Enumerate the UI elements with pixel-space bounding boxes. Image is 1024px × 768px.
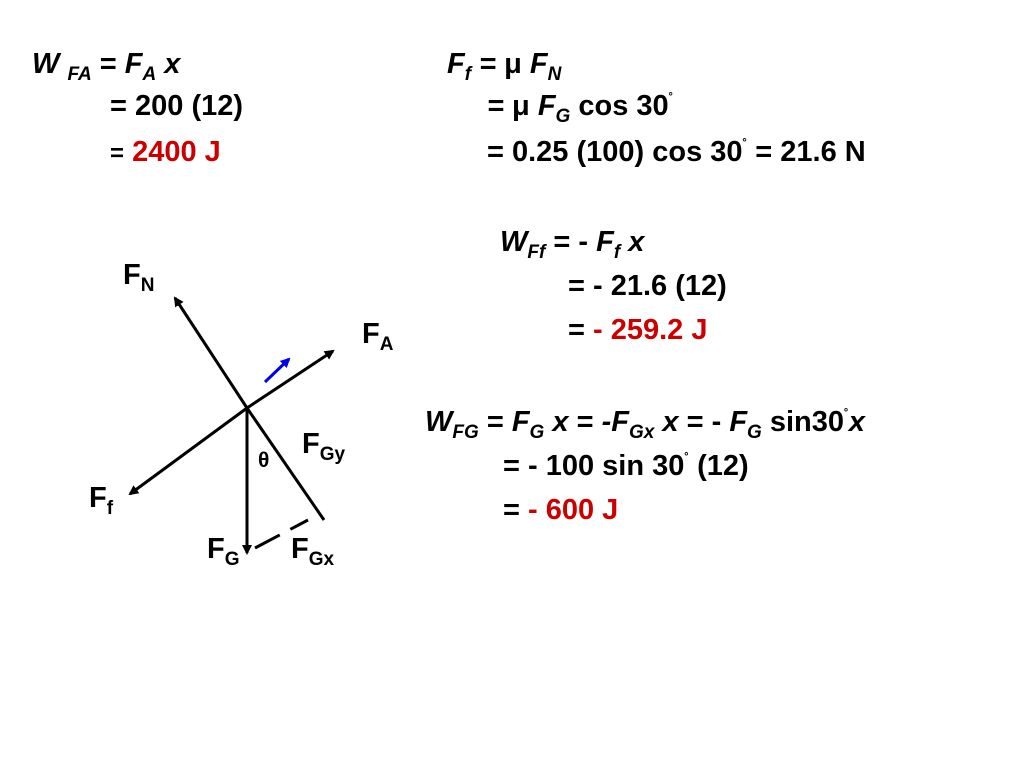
wfa-line-1: W FA = FA x: [32, 48, 181, 85]
ff-label-sub: f: [106, 498, 114, 519]
fg-label-sub: G: [224, 549, 240, 570]
wfa-f-subscript: A: [142, 64, 157, 85]
fgy-label-main: F: [302, 428, 320, 460]
wfg-fg2-subscript: G: [747, 422, 762, 443]
wff-line-1: WFf = - Ff x: [500, 226, 645, 263]
friction-fg-subscript: G: [555, 106, 571, 127]
theta-label: θ: [258, 449, 270, 472]
friction-equals: =: [479, 48, 497, 80]
fgx-component-line: [254, 518, 309, 550]
wfg-substitution: - 100 sin 30: [528, 450, 685, 482]
wfa-f-symbol: F: [124, 48, 143, 80]
wfg-fgx-subscript: Gx: [628, 422, 655, 443]
wfa-line-3: = 2400 J: [110, 138, 221, 167]
wfa-equals: =: [99, 48, 117, 80]
wfg-sin-term: sin30: [769, 406, 845, 438]
wfg-line-2: = - 100 sin 30˚ (12): [503, 450, 749, 482]
friction-fn-subscript: N: [547, 64, 562, 85]
wff-w-subscript: Ff: [527, 242, 546, 263]
friction-line-3: = 0.25 (100) cos 30˚ = 21.6 N: [487, 136, 866, 168]
fa-label-main: F: [362, 318, 380, 350]
fa-label-sub: A: [379, 334, 394, 355]
fg-label-main: F: [207, 533, 225, 565]
fgy-label: FGy: [302, 428, 345, 465]
friction-mu: μ: [504, 48, 522, 80]
wfa-substitution: 200 (12): [135, 90, 244, 122]
fn-label-sub: N: [140, 275, 155, 296]
wff-f-symbol: F: [596, 226, 614, 258]
friction-line3-degree-mark: ˚: [742, 136, 748, 152]
wfg-fg2-symbol: F: [729, 406, 748, 438]
wfg-substitution-tail: (12): [697, 450, 749, 482]
wfg-x-symbol-2: x: [662, 406, 679, 438]
wfg-equals-1: =: [486, 406, 504, 438]
wfa-w-subscript: FA: [67, 64, 92, 85]
wfg-line3-equals: =: [503, 494, 520, 526]
friction-f-subscript: f: [464, 64, 472, 85]
wfg-result: - 600 J: [528, 494, 619, 526]
wfg-line2-equals: =: [503, 450, 520, 482]
wff-equals-minus: = -: [553, 226, 589, 258]
wfa-x-symbol: x: [164, 48, 181, 80]
wff-line-3: = - 259.2 J: [568, 316, 707, 345]
wfg-w-symbol: W: [425, 406, 453, 438]
wfg-line-3: = - 600 J: [503, 496, 618, 525]
fgy-component-line: [245, 407, 326, 521]
wff-substitution: - 21.6 (12): [593, 270, 727, 302]
friction-result: = 21.6 N: [755, 136, 866, 168]
wfg-neg-f-symbol: -F: [601, 406, 629, 438]
friction-degree-mark: ˚: [668, 90, 674, 106]
friction-f-symbol: F: [447, 48, 465, 80]
wff-line-2: = - 21.6 (12): [568, 272, 727, 301]
motion-direction-arrow: [263, 357, 291, 384]
fg-label: FG: [207, 533, 240, 570]
wff-result: - 259.2 J: [593, 314, 708, 346]
wfa-result: 2400 J: [132, 136, 221, 168]
friction-line2-mu: μ: [512, 90, 530, 122]
fgx-label: FGx: [291, 533, 334, 570]
wfg-degree-mark: ˚: [844, 406, 849, 422]
fn-vector: [173, 296, 249, 409]
fn-label-main: F: [123, 259, 141, 291]
fa-label: FA: [362, 318, 393, 355]
wfg-w-subscript: FG: [452, 422, 479, 443]
wfg-line2-degree-mark: ˚: [684, 450, 690, 466]
friction-line-1: Ff = μ FN: [447, 48, 561, 85]
wff-line2-equals: =: [568, 270, 585, 302]
wfg-line-1: WFG = FG x = -FGx x = - FG sin30˚x: [425, 406, 865, 442]
wfa-w-symbol: W: [32, 48, 60, 80]
wff-line3-equals: =: [568, 314, 585, 346]
wff-f-subscript: f: [613, 242, 621, 263]
wfg-x-symbol-1: x: [552, 406, 569, 438]
ff-label-main: F: [89, 482, 107, 514]
friction-cos-term: cos 30: [578, 90, 669, 122]
fn-label: FN: [123, 259, 154, 296]
wfg-fg-subscript: G: [529, 422, 545, 443]
fgx-label-main: F: [291, 533, 309, 565]
friction-fn-symbol: F: [529, 48, 548, 80]
wfa-line2-equals: =: [110, 90, 127, 122]
wff-x-symbol: x: [628, 226, 645, 258]
wfg-fg-symbol: F: [511, 406, 530, 438]
wfg-x-symbol-3: x: [848, 406, 865, 438]
ff-label: Ff: [89, 482, 113, 519]
friction-substitution: = 0.25 (100) cos 30: [487, 136, 743, 168]
ff-vector: [128, 406, 248, 496]
fa-vector: [246, 349, 335, 410]
friction-fg-symbol: F: [537, 90, 556, 122]
wfa-line3-equals: =: [110, 140, 125, 167]
wff-w-symbol: W: [500, 226, 528, 258]
fgx-label-sub: Gx: [308, 549, 335, 570]
fgy-label-sub: Gy: [319, 444, 346, 465]
wfa-line-2: = 200 (12): [110, 92, 243, 121]
wfg-equals-2: =: [576, 406, 594, 438]
wfg-equals-3: = -: [686, 406, 722, 438]
friction-line2-equals: =: [487, 90, 504, 122]
friction-line-2: = μ FG cos 30˚: [487, 90, 674, 126]
